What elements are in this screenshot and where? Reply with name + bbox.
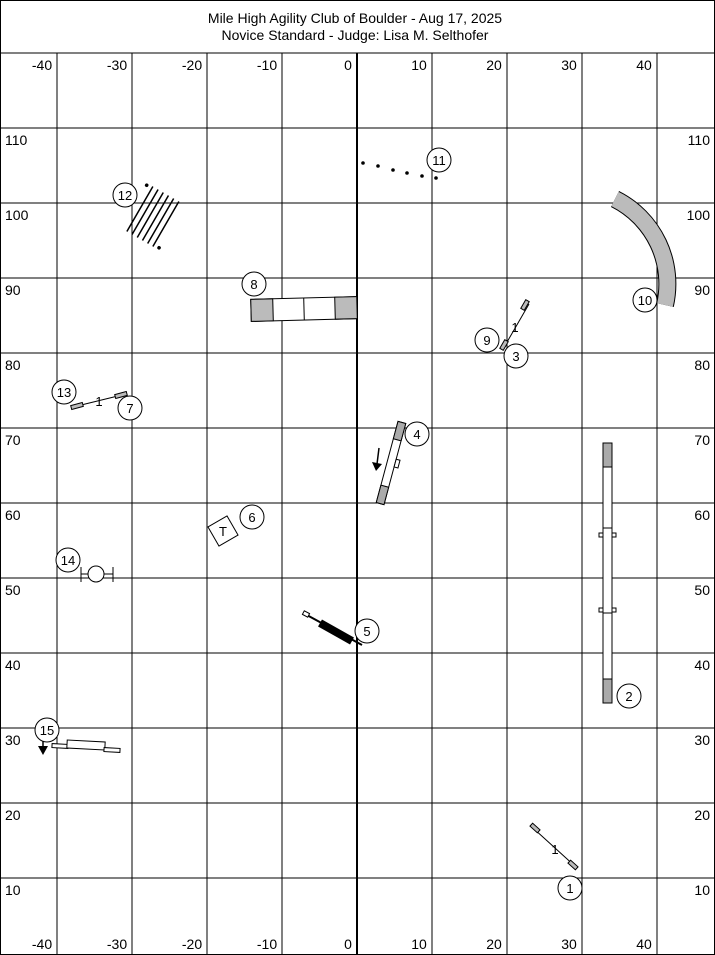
svg-text:10: 10 — [694, 882, 710, 898]
svg-text:14: 14 — [61, 553, 75, 568]
svg-text:10: 10 — [411, 936, 427, 952]
svg-text:6: 6 — [248, 510, 255, 525]
svg-text:70: 70 — [5, 432, 21, 448]
svg-text:10: 10 — [411, 57, 427, 73]
svg-text:-10: -10 — [257, 936, 277, 952]
svg-text:0: 0 — [344, 936, 352, 952]
svg-text:-30: -30 — [107, 57, 127, 73]
svg-text:1: 1 — [566, 881, 573, 896]
svg-text:70: 70 — [694, 432, 710, 448]
svg-text:5: 5 — [363, 624, 370, 639]
svg-text:-30: -30 — [107, 936, 127, 952]
svg-text:110: 110 — [5, 132, 28, 148]
svg-text:11: 11 — [432, 153, 446, 168]
tunnel-obstacle — [610, 190, 677, 307]
svg-text:50: 50 — [5, 582, 21, 598]
jump-obstacle-7: 1 — [70, 390, 128, 411]
svg-text:15: 15 — [40, 723, 54, 738]
jump-spacing-mark: 1 — [511, 320, 518, 335]
svg-text:2: 2 — [625, 689, 632, 704]
number-marker-3: 3 — [503, 343, 529, 369]
svg-text:80: 80 — [5, 357, 21, 373]
svg-text:30: 30 — [5, 732, 21, 748]
number-marker-7: 7 — [117, 395, 143, 421]
course-subtitle: Novice Standard - Judge: Lisa M. Selthof… — [222, 27, 489, 43]
svg-text:8: 8 — [250, 277, 257, 292]
number-marker-5: 5 — [354, 618, 380, 644]
svg-text:10: 10 — [5, 882, 21, 898]
arrow-head-icon — [372, 462, 382, 471]
x-axis-labels-top: -40 -30 -20 -10 0 10 20 30 40 — [32, 57, 652, 73]
svg-text:30: 30 — [561, 57, 577, 73]
svg-text:-40: -40 — [32, 57, 52, 73]
number-marker-10: 10 — [632, 287, 658, 313]
y-axis-labels-right: 110 100 90 80 70 60 50 40 30 20 10 — [687, 132, 711, 898]
number-marker-12: 12 — [112, 182, 138, 208]
table-letter: T — [219, 524, 227, 539]
svg-text:80: 80 — [694, 357, 710, 373]
svg-text:50: 50 — [694, 582, 710, 598]
teeter-obstacle — [372, 420, 407, 506]
number-marker-11: 11 — [426, 147, 452, 173]
jump-spacing-mark: 1 — [95, 394, 102, 409]
svg-text:-40: -40 — [32, 936, 52, 952]
svg-text:90: 90 — [5, 282, 21, 298]
svg-text:90: 90 — [694, 282, 710, 298]
svg-text:30: 30 — [694, 732, 710, 748]
number-marker-8: 8 — [241, 271, 267, 297]
svg-text:60: 60 — [694, 507, 710, 523]
number-marker-4: 4 — [404, 421, 430, 447]
svg-text:13: 13 — [57, 385, 71, 400]
svg-text:10: 10 — [638, 293, 652, 308]
number-marker-9: 9 — [474, 327, 500, 353]
direction-arrow — [376, 447, 380, 465]
svg-text:100: 100 — [687, 207, 711, 223]
number-marker-2: 2 — [616, 683, 642, 709]
svg-text:-20: -20 — [182, 936, 202, 952]
svg-text:7: 7 — [126, 401, 133, 416]
svg-text:20: 20 — [5, 807, 21, 823]
number-marker-1: 1 — [557, 875, 583, 901]
weave-obstacle — [126, 183, 180, 250]
svg-text:110: 110 — [688, 132, 711, 148]
svg-text:12: 12 — [118, 188, 132, 203]
table-obstacle: T — [207, 515, 239, 547]
svg-text:0: 0 — [344, 57, 352, 73]
svg-text:20: 20 — [486, 57, 502, 73]
svg-text:3: 3 — [512, 349, 519, 364]
y-axis-labels-left: 110 100 90 80 70 60 50 40 30 20 10 — [5, 132, 29, 898]
svg-text:30: 30 — [561, 936, 577, 952]
jump-obstacle-3: 1 — [499, 298, 530, 352]
svg-text:20: 20 — [694, 807, 710, 823]
jump-spacing-mark: 1 — [551, 842, 558, 857]
svg-text:60: 60 — [5, 507, 21, 523]
number-marker-14: 14 — [55, 547, 81, 573]
svg-text:4: 4 — [413, 427, 420, 442]
tire-jump-obstacle — [80, 565, 114, 583]
svg-text:100: 100 — [5, 207, 29, 223]
svg-text:-20: -20 — [182, 57, 202, 73]
path-dots — [361, 161, 438, 180]
number-marker-15: 15 — [34, 717, 60, 743]
jump-obstacle-1: 1 — [529, 822, 579, 871]
number-marker-13: 13 — [51, 379, 77, 405]
svg-text:-10: -10 — [257, 57, 277, 73]
svg-text:20: 20 — [486, 936, 502, 952]
arrow-head-icon — [38, 746, 48, 755]
svg-text:40: 40 — [694, 657, 710, 673]
aframe-obstacle — [250, 296, 358, 322]
course-title: Mile High Agility Club of Boulder - Aug … — [208, 10, 502, 26]
svg-text:40: 40 — [5, 657, 21, 673]
svg-text:40: 40 — [636, 936, 652, 952]
tire-obstacle — [301, 610, 363, 646]
number-marker-6: 6 — [239, 504, 265, 530]
x-axis-labels-bottom: -40 -30 -20 -10 0 10 20 30 40 — [32, 936, 652, 952]
panel-jump-obstacle — [38, 739, 121, 755]
svg-text:9: 9 — [483, 333, 490, 348]
svg-text:40: 40 — [636, 57, 652, 73]
dogwalk-obstacle — [598, 442, 617, 704]
